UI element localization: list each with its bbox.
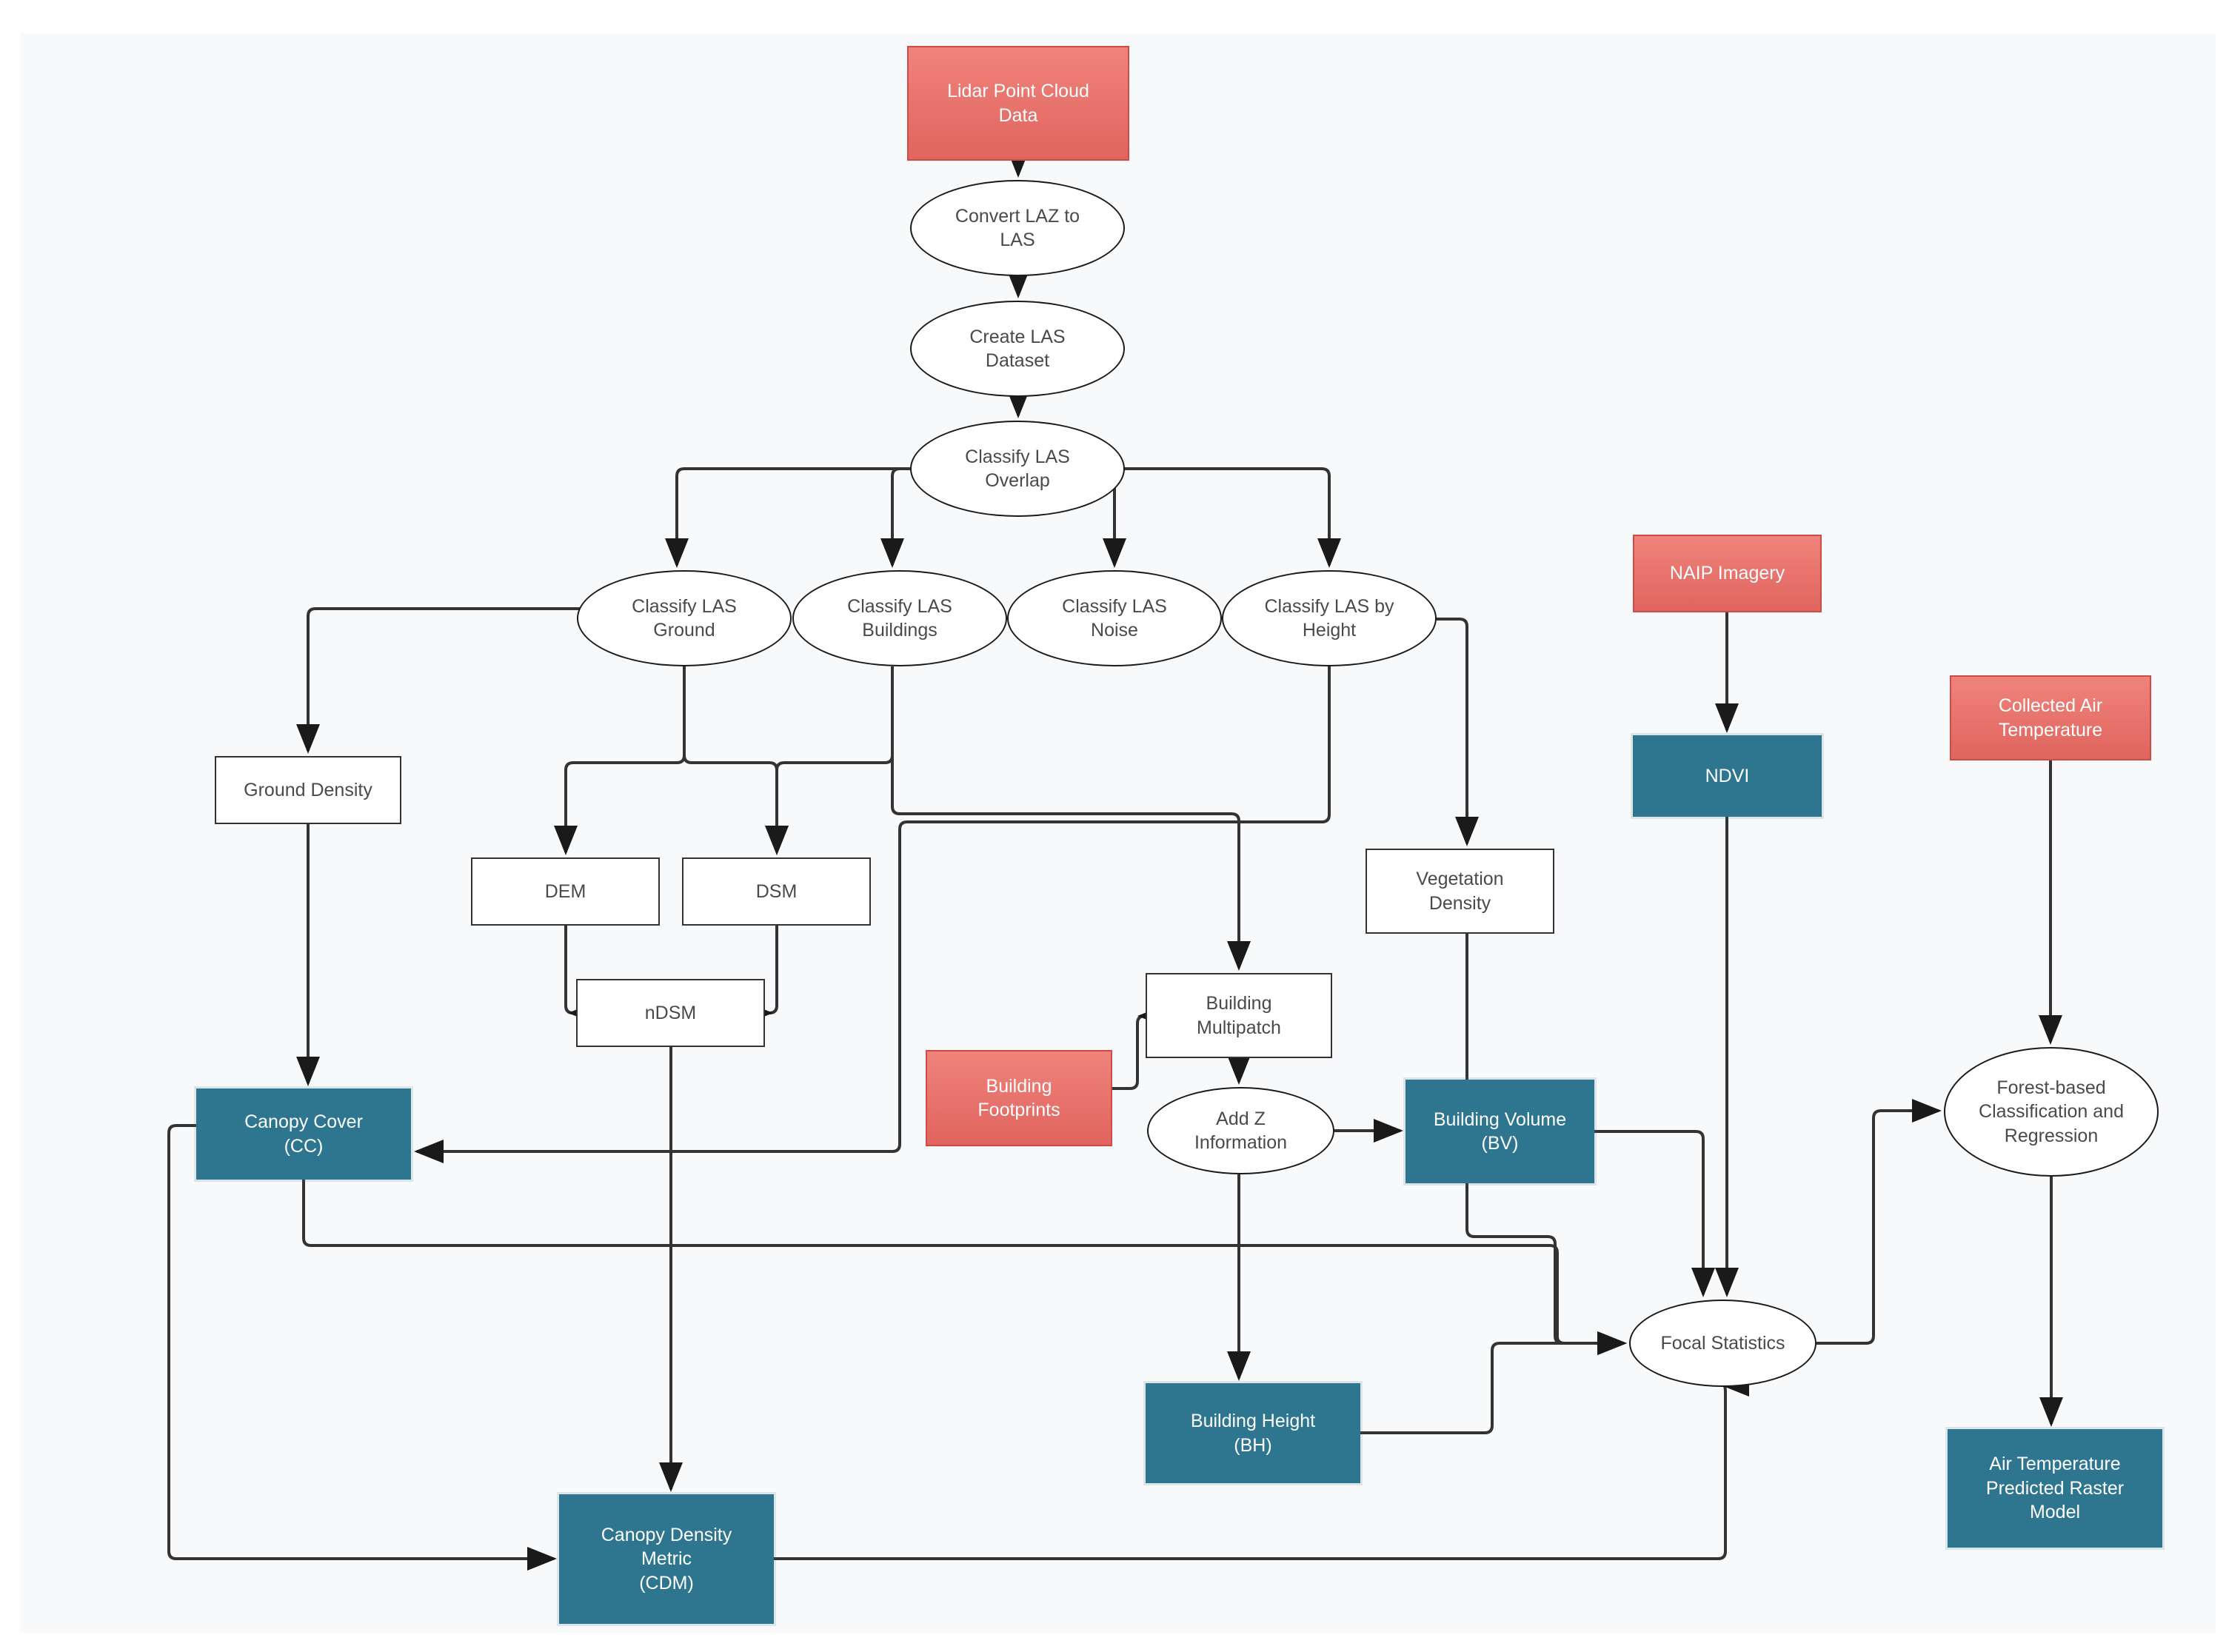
node-label: nDSM [644, 1002, 697, 1023]
node-label: Building Height(BH) [1190, 1411, 1316, 1456]
node-ndvi[interactable]: NDVI [1633, 735, 1822, 817]
node-naip-imagery[interactable]: NAIP Imagery [1633, 535, 1822, 612]
node-label: DSM [755, 880, 798, 902]
node-label: DEM [544, 880, 586, 902]
node-building-volume-bv[interactable]: Building Volume(BV) [1406, 1080, 1594, 1183]
node-canopy-cover-cc[interactable]: Canopy Cover(CC) [196, 1088, 411, 1180]
diagram-background [20, 33, 2216, 1633]
node-label: Building Volume(BV) [1433, 1108, 1567, 1154]
node-focal-statistics[interactable]: Focal Statistics [1629, 1300, 1816, 1387]
node-label: Ground Density [244, 779, 372, 800]
node-label: Canopy Cover(CC) [244, 1111, 363, 1157]
node-dsm[interactable]: DSM [682, 857, 871, 926]
node-label: NDVI [1705, 765, 1750, 786]
node-ndsm[interactable]: nDSM [576, 979, 765, 1047]
node-building-height-bh[interactable]: Building Height(BH) [1146, 1383, 1360, 1483]
node-dem[interactable]: DEM [471, 857, 660, 926]
node-label: NAIP Imagery [1669, 563, 1785, 584]
node-ground-density[interactable]: Ground Density [215, 756, 401, 824]
node-label: Focal Statistics [1660, 1332, 1785, 1354]
